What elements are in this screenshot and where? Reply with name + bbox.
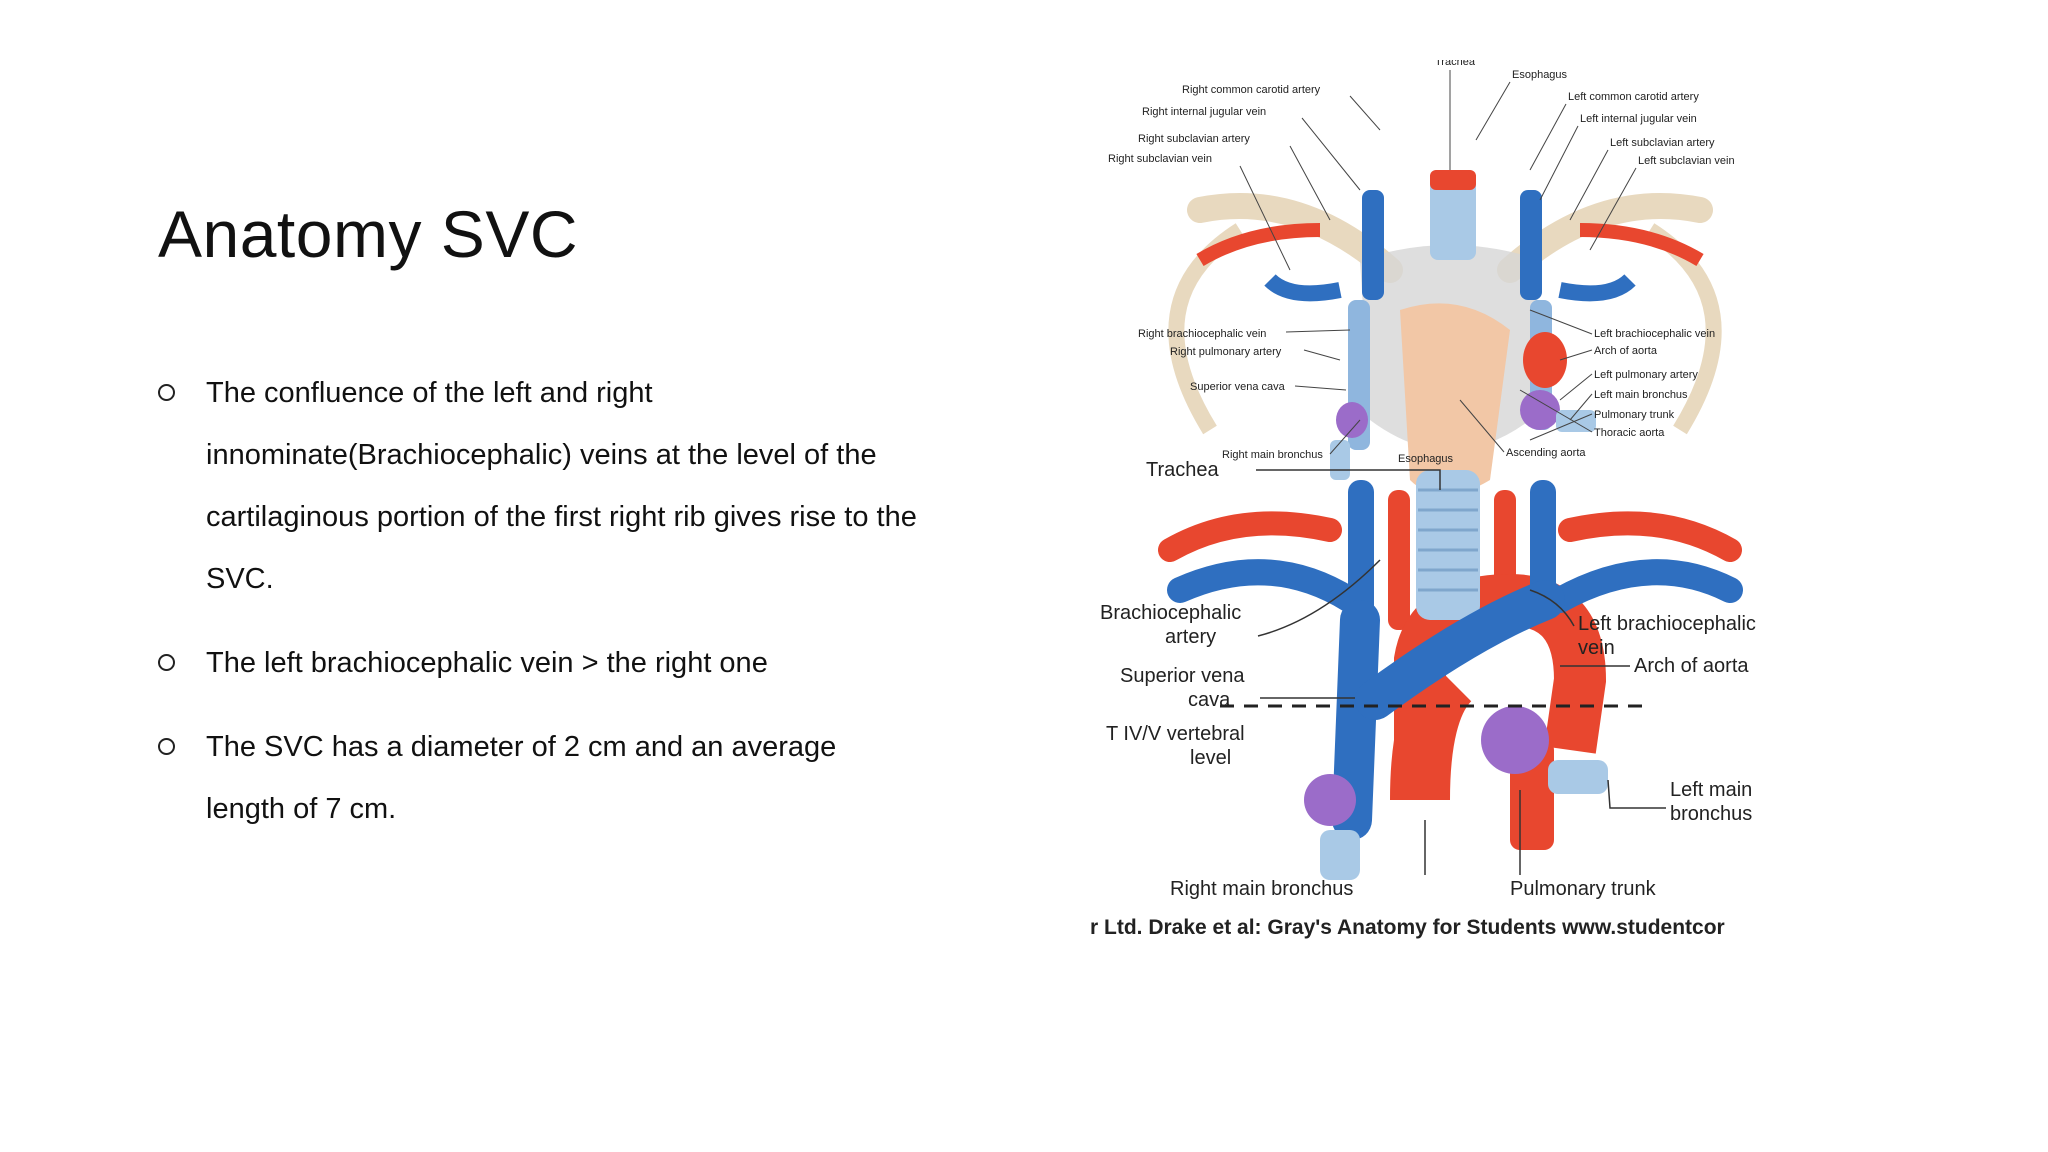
bullet-circle-icon xyxy=(158,384,175,401)
label-left-brachiocephalic-vein-2: vein xyxy=(1578,637,1615,659)
label-svc-2: cava xyxy=(1188,689,1231,711)
label-brachiocephalic-artery-2: artery xyxy=(1165,626,1216,648)
label-arch-of-aorta-bottom: Arch of aorta xyxy=(1634,655,1749,677)
label-left-pulmonary-artery: Left pulmonary artery xyxy=(1594,369,1698,381)
bottom-figure-labels: Trachea Brachiocephalic artery Superior … xyxy=(1090,459,1756,939)
label-esophagus-lower: Esophagus xyxy=(1398,453,1454,465)
label-right-main-bronchus-bottom: Right main bronchus xyxy=(1170,878,1353,900)
label-right-subclavian-vein: Right subclavian vein xyxy=(1108,153,1212,165)
top-anatomy-drawing xyxy=(1168,170,1722,495)
label-superior-vena-cava: Superior vena cava xyxy=(1190,381,1286,393)
label-left-brachiocephalic-vein: Left brachiocephalic vein xyxy=(1594,328,1715,340)
label-pulmonary-trunk: Pulmonary trunk xyxy=(1594,409,1675,421)
label-right-brachiocephalic-vein: Right brachiocephalic vein xyxy=(1138,328,1266,340)
bullet-list: The confluence of the left and right inn… xyxy=(158,362,918,862)
figure-credit: r Ltd. Drake et al: Gray's Anatomy for S… xyxy=(1090,916,1725,939)
label-thoracic-aorta: Thoracic aorta xyxy=(1594,427,1665,439)
bullet-item: The left brachiocephalic vein > the righ… xyxy=(158,632,918,694)
bullet-item: The confluence of the left and right inn… xyxy=(158,362,918,610)
label-brachiocephalic-artery-1: Brachiocephalic xyxy=(1100,602,1241,624)
label-vertebral-level-1: T IV/V vertebral xyxy=(1106,723,1245,745)
label-right-main-bronchus: Right main bronchus xyxy=(1222,449,1323,461)
bottom-anatomy-drawing xyxy=(1158,470,1743,880)
label-left-brachiocephalic-vein-1: Left brachiocephalic xyxy=(1578,613,1756,635)
label-left-common-carotid-artery: Left common carotid artery xyxy=(1568,91,1699,103)
label-left-subclavian-artery: Left subclavian artery xyxy=(1610,137,1715,149)
label-trachea: Trachea xyxy=(1435,60,1476,68)
label-left-main-bronchus-2: bronchus xyxy=(1670,803,1752,825)
label-arch-of-aorta: Arch of aorta xyxy=(1594,345,1658,357)
bullet-circle-icon xyxy=(158,738,175,755)
label-left-main-bronchus: Left main bronchus xyxy=(1594,389,1688,401)
label-vertebral-level-2: level xyxy=(1190,747,1231,769)
label-ascending-aorta: Ascending aorta xyxy=(1506,447,1586,459)
slide-title: Anatomy SVC xyxy=(158,197,578,271)
label-right-internal-jugular-vein: Right internal jugular vein xyxy=(1142,106,1266,118)
bullet-text: The left brachiocephalic vein > the righ… xyxy=(206,647,768,679)
label-right-subclavian-artery: Right subclavian artery xyxy=(1138,133,1250,145)
svc-anatomy-figure: Trachea Esophagus Right common carotid a… xyxy=(1090,60,1756,939)
label-trachea-bottom: Trachea xyxy=(1146,459,1220,481)
label-right-common-carotid-artery: Right common carotid artery xyxy=(1182,84,1321,96)
label-right-pulmonary-artery: Right pulmonary artery xyxy=(1170,346,1282,358)
bullet-circle-icon xyxy=(158,654,175,671)
label-left-main-bronchus-1: Left main xyxy=(1670,779,1752,801)
label-svc-1: Superior vena xyxy=(1120,665,1245,687)
bullet-text: The confluence of the left and right inn… xyxy=(206,377,917,595)
label-pulmonary-trunk-bottom: Pulmonary trunk xyxy=(1510,878,1657,900)
bullet-text: The SVC has a diameter of 2 cm and an av… xyxy=(206,731,837,825)
label-esophagus: Esophagus xyxy=(1512,69,1568,81)
top-figure-labels: Trachea Esophagus Right common carotid a… xyxy=(1108,60,1735,465)
label-left-internal-jugular-vein: Left internal jugular vein xyxy=(1580,113,1697,125)
bullet-item: The SVC has a diameter of 2 cm and an av… xyxy=(158,716,918,840)
label-left-subclavian-vein: Left subclavian vein xyxy=(1638,155,1735,167)
